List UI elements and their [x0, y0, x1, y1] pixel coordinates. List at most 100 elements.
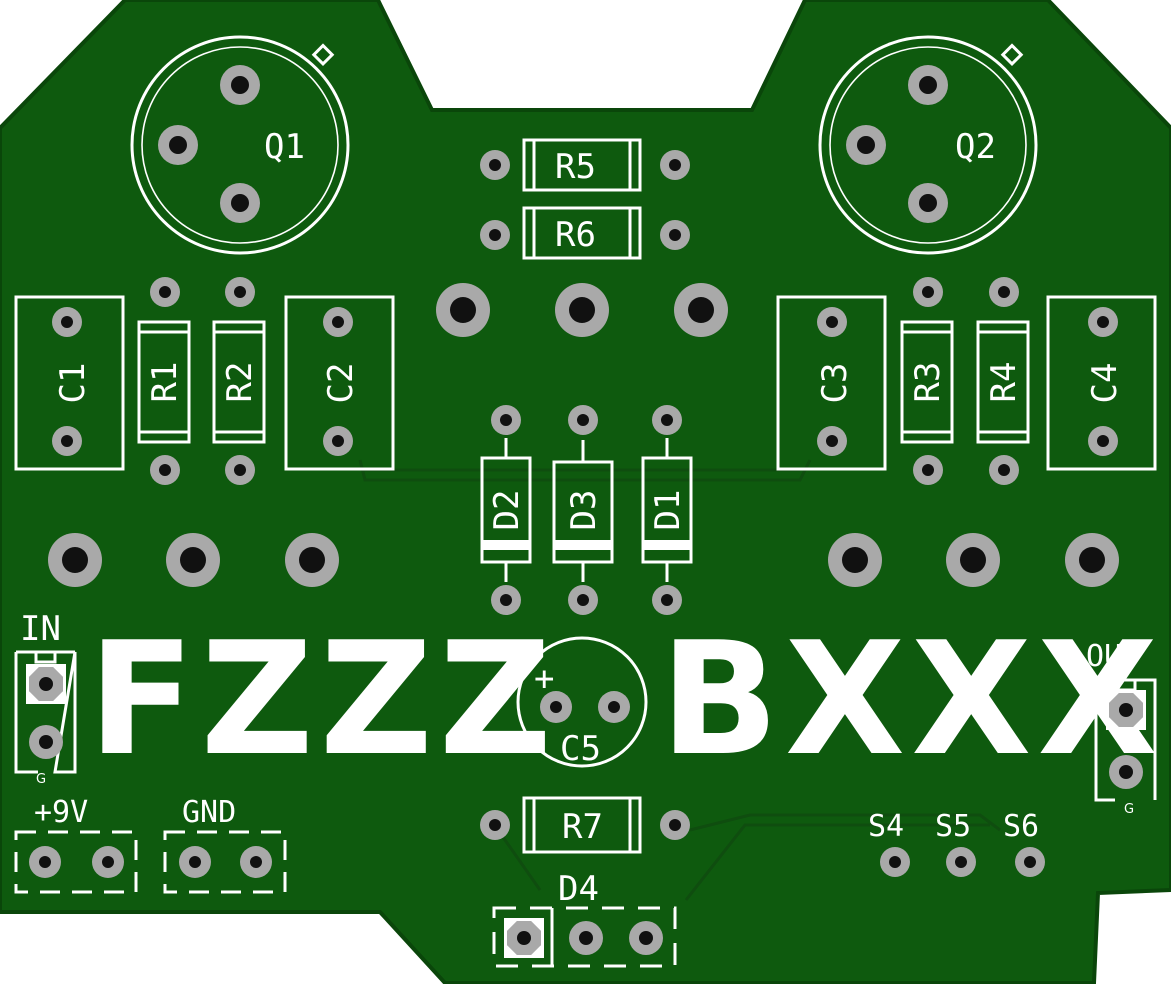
out-label: OUT	[1086, 639, 1140, 674]
drill-hole	[250, 856, 262, 868]
drill-hole	[299, 547, 325, 573]
diode-d1: D1	[641, 438, 693, 582]
output-jack: OUT G	[1086, 639, 1157, 817]
r4-label: R4	[984, 362, 1024, 403]
drill-hole	[639, 931, 653, 945]
drill-hole	[669, 159, 681, 171]
drill-hole	[669, 229, 681, 241]
r7-label: R7	[562, 807, 603, 847]
drill-hole	[1119, 765, 1133, 779]
drill-hole	[661, 594, 673, 606]
drill-hole	[180, 547, 206, 573]
drill-hole	[39, 677, 53, 691]
header-d4: D4	[492, 869, 677, 968]
resistor-r3: R3	[900, 320, 954, 444]
r2-label: R2	[220, 362, 260, 403]
drill-hole	[450, 297, 476, 323]
drill-hole	[500, 414, 512, 426]
drill-hole	[661, 414, 673, 426]
diode-d2: D2	[480, 438, 532, 582]
resistor-r4: R4	[976, 320, 1030, 444]
d3-label: D3	[564, 490, 604, 531]
drill-hole	[62, 547, 88, 573]
drill-hole	[960, 547, 986, 573]
power-header-9v: +9V	[14, 795, 138, 894]
r6-label: R6	[555, 215, 596, 255]
d4-label: D4	[558, 869, 599, 909]
drill-hole	[922, 286, 934, 298]
drill-hole	[517, 931, 531, 945]
r5-label: R5	[555, 147, 596, 187]
drill-hole	[842, 547, 868, 573]
drill-hole	[919, 194, 937, 212]
drill-hole	[61, 316, 73, 328]
c3-label: C3	[815, 363, 855, 404]
capacitor-c2: C2	[284, 295, 395, 471]
gnd-label: GND	[182, 795, 236, 830]
drill-hole	[231, 194, 249, 212]
capacitor-c3: C3	[776, 295, 887, 471]
drill-hole	[889, 856, 901, 868]
drill-hole	[500, 594, 512, 606]
drill-hole	[39, 735, 53, 749]
drill-hole	[231, 76, 249, 94]
transistor-q1: Q1	[130, 35, 350, 255]
drill-hole	[159, 464, 171, 476]
drill-hole	[1079, 547, 1105, 573]
s6-label: S6	[1003, 809, 1039, 844]
drill-hole	[857, 136, 875, 154]
c5-label: C5	[560, 729, 601, 769]
logo-right-text: BXXX	[660, 608, 1164, 790]
drill-hole	[919, 76, 937, 94]
drill-hole	[550, 701, 562, 713]
drill-hole	[669, 819, 681, 831]
d2-label: D2	[487, 490, 527, 531]
drill-hole	[955, 856, 967, 868]
drill-hole	[234, 464, 246, 476]
drill-hole	[489, 159, 501, 171]
input-jack: IN G	[14, 609, 77, 787]
resistor-r1: R1	[137, 320, 191, 444]
drill-hole	[159, 286, 171, 298]
drill-hole	[332, 435, 344, 447]
q1-label: Q1	[264, 127, 305, 167]
s4-label: S4	[868, 809, 904, 844]
r1-label: R1	[145, 362, 185, 403]
drill-hole	[577, 414, 589, 426]
drill-hole	[61, 435, 73, 447]
r3-label: R3	[908, 362, 948, 403]
d1-label: D1	[648, 490, 688, 531]
drill-hole	[569, 297, 595, 323]
capacitor-c4: C4	[1046, 295, 1157, 471]
c5-plus-label: +	[534, 659, 554, 699]
drill-hole	[577, 594, 589, 606]
drill-hole	[688, 297, 714, 323]
drill-hole	[39, 856, 51, 868]
c1-label: C1	[53, 363, 93, 404]
drill-hole	[1097, 316, 1109, 328]
capacitor-c1: C1	[14, 295, 125, 471]
resistor-r2: R2	[212, 320, 266, 444]
c2-label: C2	[321, 363, 361, 404]
drill-hole	[169, 136, 187, 154]
v9-label: +9V	[34, 795, 88, 830]
logo-left-text: FZZZ	[88, 608, 558, 790]
c4-label: C4	[1085, 363, 1125, 404]
drill-hole	[189, 856, 201, 868]
drill-hole	[1024, 856, 1036, 868]
drill-hole	[102, 856, 114, 868]
drill-hole	[826, 316, 838, 328]
drill-hole	[1119, 703, 1133, 717]
resistor-r5: R5	[522, 138, 642, 192]
transistor-q2: Q2	[818, 35, 1038, 255]
drill-hole	[1097, 435, 1109, 447]
q2-label: Q2	[955, 127, 996, 167]
drill-hole	[234, 286, 246, 298]
drill-hole	[608, 701, 620, 713]
s5-label: S5	[935, 809, 971, 844]
resistor-r6: R6	[522, 206, 642, 260]
capacitor-c5: + C5	[516, 636, 648, 769]
drill-hole	[579, 931, 593, 945]
